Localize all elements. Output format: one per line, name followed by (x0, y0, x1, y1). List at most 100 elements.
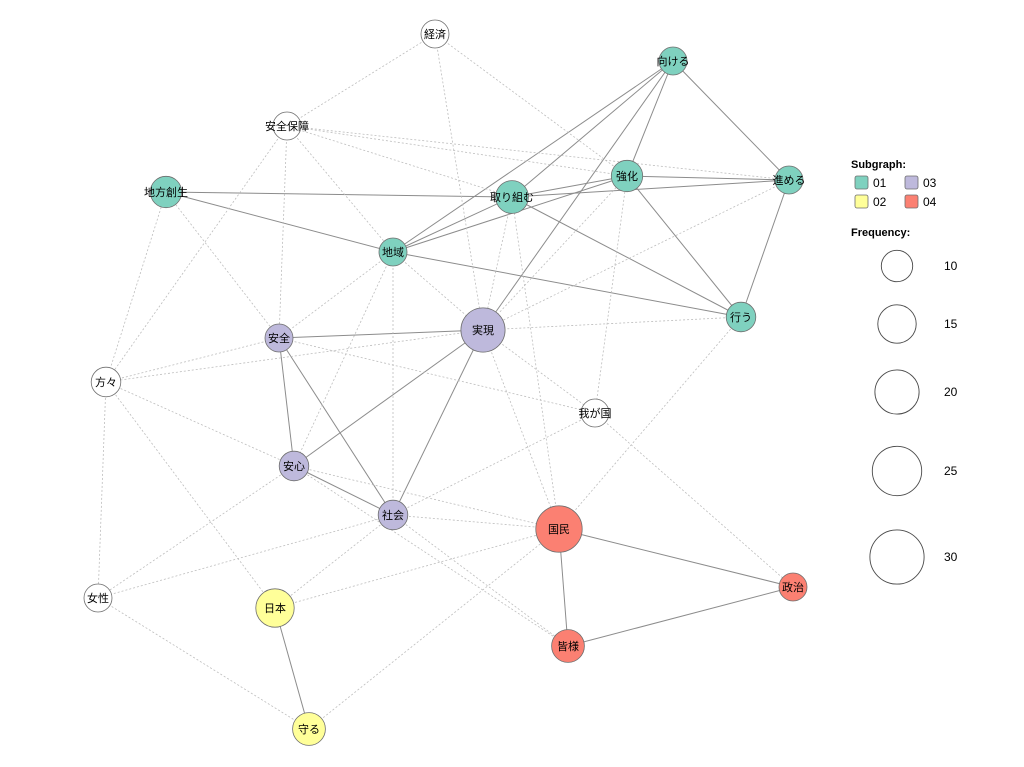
node-circle (90, 366, 122, 398)
edge-susumeru-okonau (740, 179, 790, 318)
frequency-circle-25 (871, 445, 923, 497)
node-seiji: 政治 (778, 572, 808, 602)
edge-kokumin-mamoru (308, 528, 560, 730)
edge-chiiki-anshin (293, 251, 394, 467)
edge-kyoka-okonau (626, 175, 742, 318)
edge-mukeru-chiiki (392, 60, 674, 253)
node-label: 安全保障 (265, 119, 309, 133)
legend-label-01: 01 (873, 176, 887, 190)
node-mamoru: 守る (292, 712, 326, 746)
edge-keizai-anzenhosho (286, 33, 436, 127)
node-label: 地方創生 (144, 185, 188, 199)
node-keizai: 経済 (420, 19, 450, 49)
edge-anshin-kokumin (293, 465, 560, 530)
node-chihososei: 地方創生 (144, 175, 188, 209)
node-label: 経済 (424, 27, 446, 41)
node-circle (292, 712, 326, 746)
edge-kyoka-jitsugen (482, 175, 628, 331)
node-label: 日本 (264, 601, 286, 615)
legend-label-02: 02 (873, 195, 887, 209)
edge-anzen-anshin (278, 337, 295, 467)
edge-chihososei-torikumu (165, 191, 513, 198)
edge-anzen-katagata (105, 337, 280, 383)
edge-kokumin-nihon (274, 528, 560, 609)
node-circle (377, 499, 409, 531)
edge-wagakuni-seiji (594, 412, 794, 588)
node-label: 実現 (472, 323, 494, 337)
subgraph-legend-title: Subgraph: (851, 159, 906, 171)
node-label: 社会 (382, 508, 404, 522)
node-circle (725, 301, 757, 333)
edge-kyoka-torikumu (511, 175, 628, 198)
edge-anzen-shakai (278, 337, 394, 516)
edge-susumeru-torikumu (511, 179, 790, 198)
edge-keizai-jitsugen (434, 33, 484, 331)
node-circle (778, 572, 808, 602)
node-circle (255, 588, 295, 628)
node-torikumu: 取り組む (490, 180, 534, 214)
node-circle (535, 505, 583, 553)
frequency-label-30: 30 (944, 550, 958, 564)
edge-torikumu-chiiki (392, 196, 513, 253)
node-label: 強化 (616, 169, 638, 183)
edge-jitsugen-katagata (105, 329, 484, 383)
node-circle (420, 19, 450, 49)
node-label: 皆様 (557, 639, 579, 653)
node-circle (264, 323, 294, 353)
edge-kyoka-susumeru (626, 175, 790, 181)
node-okonau: 行う (725, 301, 757, 333)
edge-keizai-kyoka (434, 33, 628, 177)
edge-chiiki-okonau (392, 251, 742, 318)
edge-minasama-seiji (567, 586, 794, 647)
edge-shakai-kokumin (392, 514, 560, 530)
frequency-circle-15 (877, 304, 917, 344)
edge-chihososei-anzen (165, 191, 280, 339)
node-label: 国民 (548, 523, 570, 536)
edge-anzenhosho-torikumu (286, 125, 513, 198)
edge-anzenhosho-anzen (278, 125, 288, 339)
edge-mukeru-torikumu (511, 60, 674, 198)
node-label: 方々 (95, 375, 117, 389)
node-circle (278, 450, 310, 482)
node-label: 取り組む (490, 191, 534, 204)
legend-swatch-02 (854, 194, 869, 209)
node-kyoka: 強化 (610, 159, 644, 193)
legend-swatch-01 (854, 175, 869, 190)
node-circle (551, 629, 585, 663)
node-layer: 経済向ける安全保障強化進める地方創生取り組む地域行う安全実現方々我が国安心社会国… (83, 19, 808, 746)
node-minasama: 皆様 (551, 629, 585, 663)
edge-okonau-kokumin (558, 316, 742, 530)
edge-anshin-minasama (293, 465, 569, 647)
edge-shakai-nihon (274, 514, 394, 609)
edge-anzenhosho-chiiki (286, 125, 394, 253)
node-susumeru: 進める (773, 165, 806, 195)
edge-anzen-jitsugen (278, 329, 484, 339)
node-anzen: 安全 (264, 323, 294, 353)
edge-torikumu-jitsugen (482, 196, 513, 331)
edge-anshin-josei (97, 465, 295, 599)
node-anshin: 安心 (278, 450, 310, 482)
node-anzenhosho: 安全保障 (265, 111, 309, 141)
edge-layer (97, 33, 794, 730)
node-circle (658, 46, 688, 76)
frequency-label-15: 15 (944, 317, 958, 331)
edge-torikumu-okonau (511, 196, 742, 318)
edge-shakai-josei (97, 514, 394, 599)
edge-anzenhosho-katagata (105, 125, 288, 383)
legend-swatch-03 (904, 175, 919, 190)
edge-katagata-nihon (105, 381, 276, 609)
frequency-circle-30 (869, 529, 925, 585)
node-circle (149, 175, 183, 209)
legend-label-04: 04 (923, 195, 937, 209)
node-wagakuni: 我が国 (579, 398, 612, 428)
edge-torikumu-kokumin (511, 196, 560, 530)
node-circle (610, 159, 644, 193)
node-label: 政治 (782, 580, 804, 594)
node-label: 行う (730, 311, 752, 324)
edge-mukeru-jitsugen (482, 60, 674, 331)
frequency-circle-20 (874, 369, 920, 415)
node-label: 向ける (657, 54, 690, 68)
